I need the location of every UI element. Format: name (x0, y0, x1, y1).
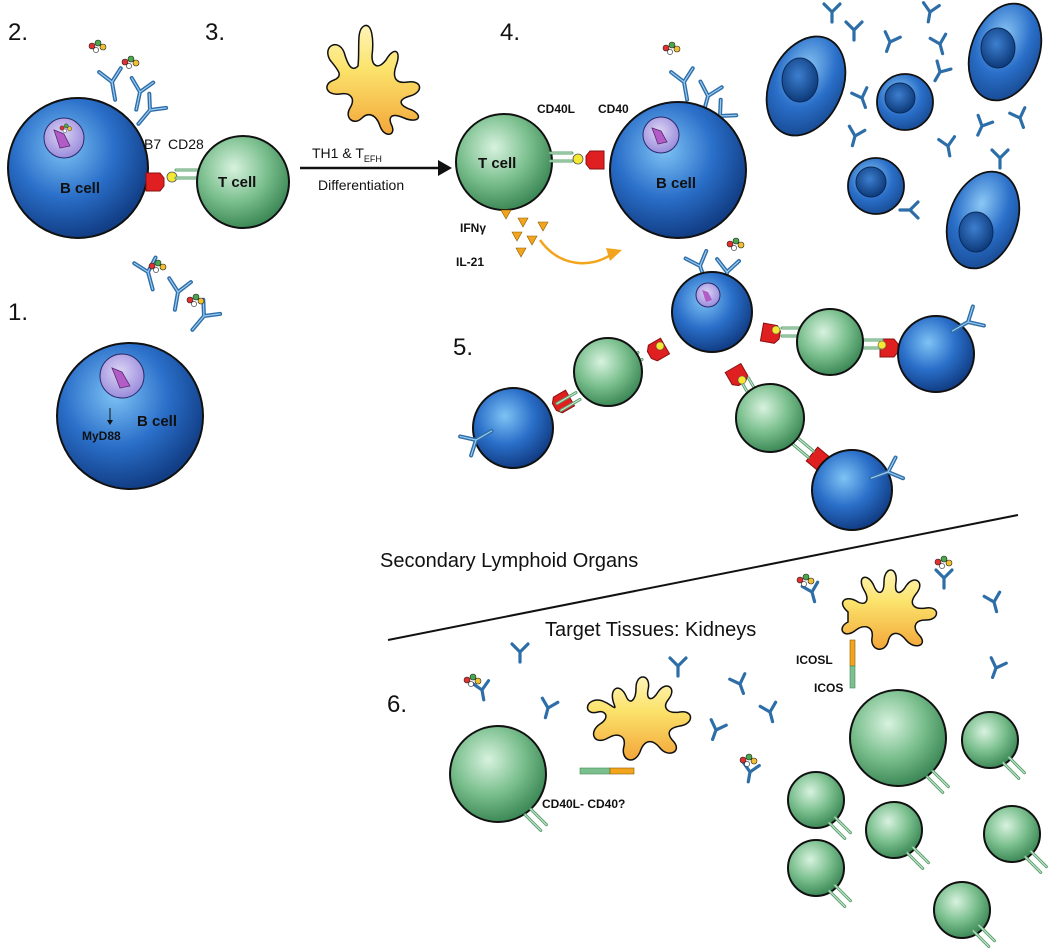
step-1-label: 1. (8, 299, 28, 326)
step1-b-cell-label: B cell (137, 413, 177, 430)
step2-cd28-receptor (174, 168, 200, 180)
step6-dendritic-cell-cd40 (586, 676, 692, 761)
step4-b-cell-label: B cell (656, 175, 696, 192)
step4-b-cell: B cell (609, 41, 747, 239)
arrow-label-line2: Differentiation (318, 177, 404, 193)
region-divider-line (387, 514, 1019, 641)
icosl-receptor (849, 639, 856, 667)
step4-cd40l-receptor (548, 151, 574, 163)
plasma-cells (765, 2, 1043, 270)
step-6-label: 6. (387, 691, 407, 718)
step2-t-cell-label: T cell (218, 174, 256, 191)
step2-b-cell: B cell (7, 39, 169, 239)
cytokine-arrow (538, 239, 613, 265)
step2-t-cell: T cell (196, 135, 290, 229)
cd40-link-orange (609, 767, 635, 775)
step6-dendritic-cell-icosl (841, 569, 938, 650)
b7-label: B7 (144, 136, 161, 152)
arrow-label-line1: TH1 & TEFH (312, 145, 382, 164)
step-3-label: 3. (205, 19, 225, 46)
step2-b-cell-label: B cell (60, 180, 100, 197)
step4-t-cell-label: T cell (478, 155, 516, 172)
step3-dendritic-cell (326, 24, 421, 135)
step-5-label: 5. (453, 334, 473, 361)
cd40l-label: CD40L (537, 102, 575, 116)
lower-region-label: Target Tissues: Kidneys (545, 619, 756, 641)
step-4-label: 4. (500, 19, 520, 46)
cd40l-link-green (579, 767, 611, 775)
icos-label: ICOS (814, 681, 843, 695)
icos-receptor (849, 665, 856, 689)
icosl-label: ICOSL (796, 653, 833, 667)
step4-antigen-dot (572, 153, 584, 165)
step-2-label: 2. (8, 19, 28, 46)
upper-region-label: Secondary Lymphoid Organs (380, 550, 638, 572)
cytokine-cluster (500, 209, 549, 258)
cd40-label: CD40 (598, 102, 629, 116)
step5-network (458, 237, 986, 531)
step4-t-cell: T cell (455, 113, 553, 211)
differentiation-arrowhead (438, 160, 452, 176)
il21-label: IL-21 (456, 255, 484, 269)
step4-cd40-receptor (585, 150, 605, 170)
step6-t-cells (449, 689, 1048, 948)
cd28-label: CD28 (168, 136, 204, 152)
step2-b7-receptor (145, 172, 165, 192)
cytokine-arrowhead (606, 248, 622, 261)
myd88-label: MyD88 (82, 429, 121, 443)
ifng-label: IFNγ (460, 221, 486, 235)
cd40l-cd40-label: CD40L- CD40? (542, 797, 625, 811)
step1-b-cell: B cell MyD88 (56, 255, 223, 490)
